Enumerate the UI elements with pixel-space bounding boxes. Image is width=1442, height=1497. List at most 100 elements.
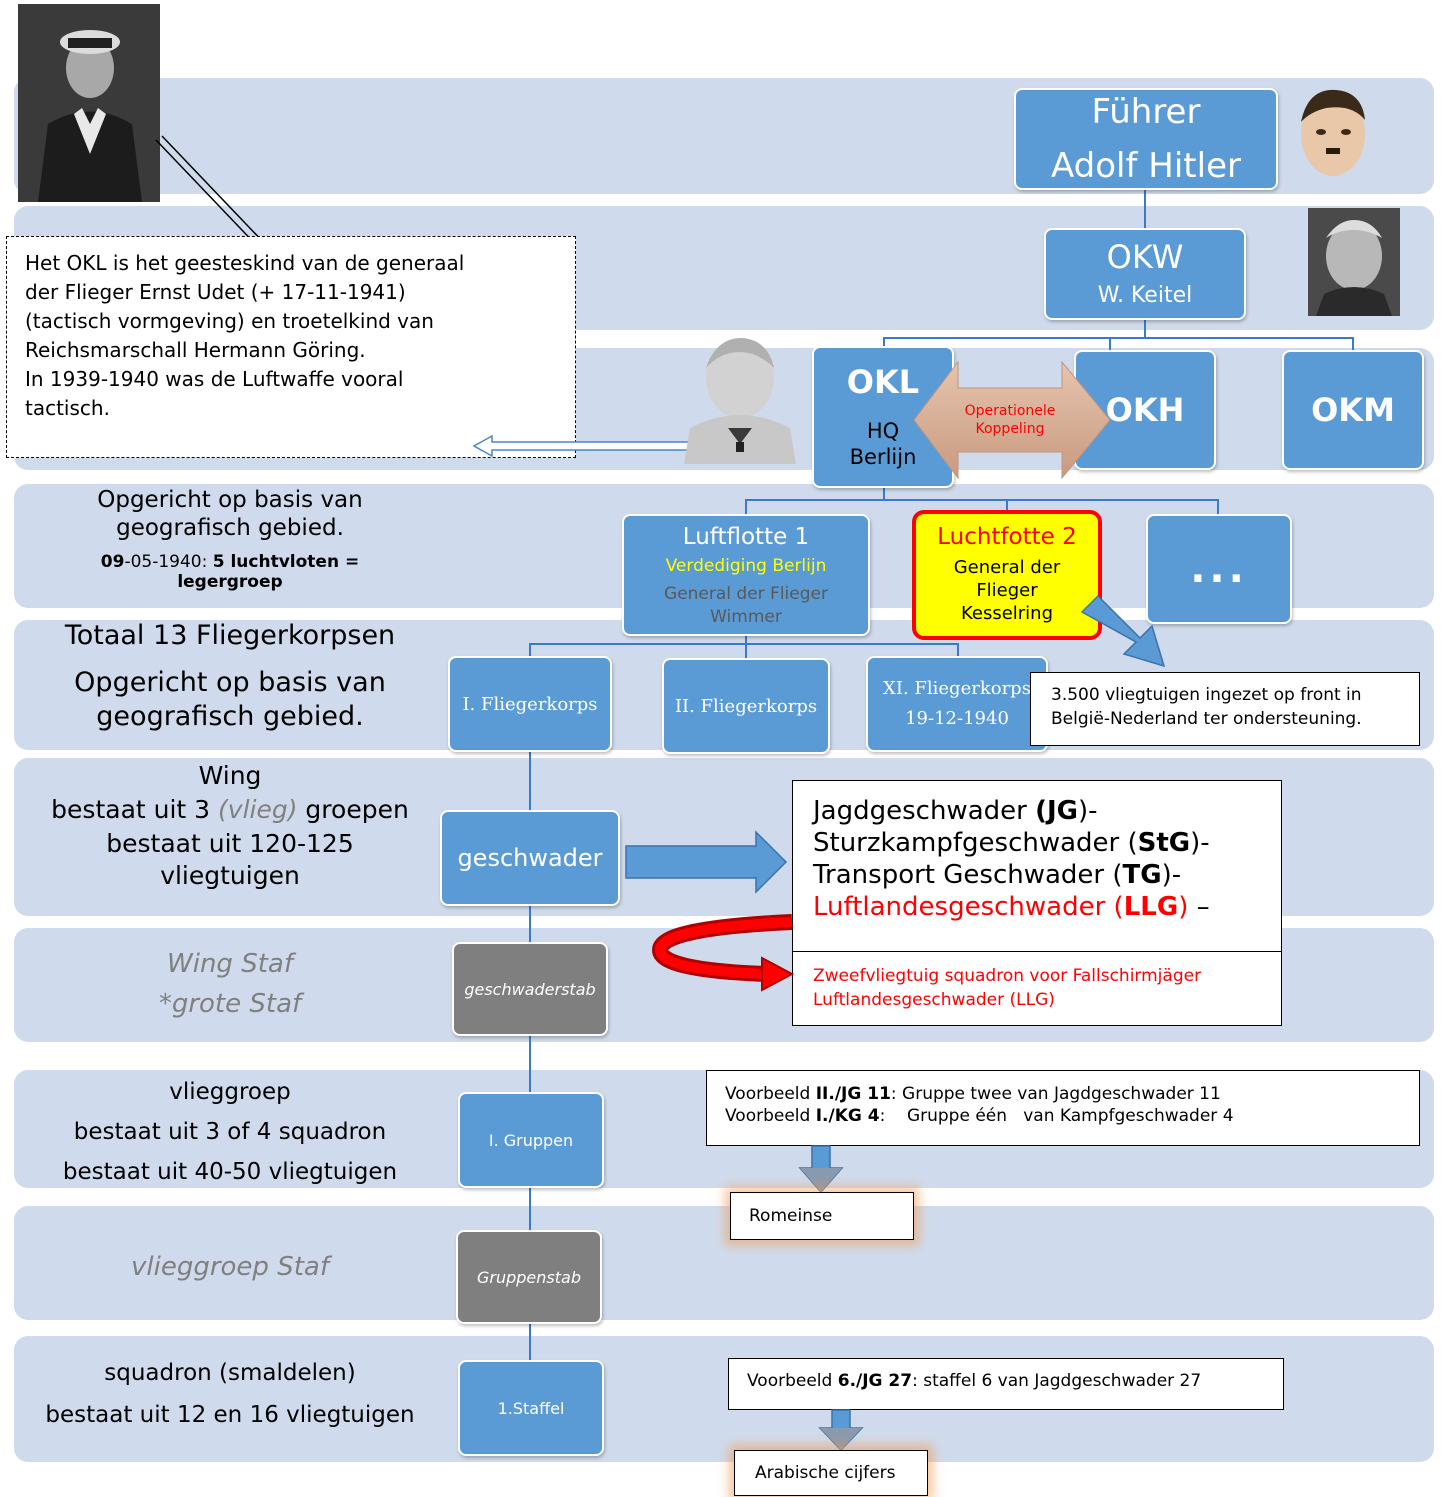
vlieggroep-title: vlieggroep: [169, 1079, 291, 1105]
glider-line-2: Luftlandesgeschwader (LLG): [813, 990, 1055, 1010]
wing-planes-2: vliegtuigen: [160, 861, 300, 890]
staffel-label: 1.Staffel: [497, 1398, 565, 1418]
type-jg-c: )-: [1078, 796, 1098, 826]
squadron-description: squadron (smaldelen) bestaat uit 12 en 1…: [30, 1352, 430, 1436]
luftflotte-1-general: General der Flieger: [664, 584, 828, 604]
type-jg-b: (JG: [1035, 796, 1078, 826]
glider-line-1: Zweefvliegtuig squadron voor Fallschirmj…: [813, 966, 1202, 986]
okh-title: OKH: [1105, 391, 1185, 429]
gruppen-label: I. Gruppen: [488, 1130, 574, 1150]
luftflotte-2-title: Luchtfotte 2: [937, 524, 1077, 550]
okw-name: W. Keitel: [1097, 283, 1193, 308]
fliegerkorps-11-box: XI. Fliegerkorps 19-12-1940: [866, 656, 1048, 752]
gruppenstab-box: Gruppenstab: [456, 1230, 602, 1324]
geschwader-box: geschwader: [440, 810, 620, 906]
okl-hq: HQ: [866, 419, 900, 443]
portrait-photo-goring: [680, 332, 800, 464]
type-jg-a: Jagdgeschwader: [813, 796, 1036, 826]
arabische-box: Arabische cijfers: [734, 1450, 928, 1496]
fliegerkorps-11-date: 19-12-1940: [905, 708, 1009, 729]
fliegerkorps-1-label: I. Fliegerkorps: [462, 693, 598, 715]
type-tg-a: Transport Geschwader (: [813, 860, 1123, 890]
example-ii-jg11-c: : Gruppe twee van Jagdgeschwader 11: [890, 1084, 1221, 1104]
korps-description: Opgericht op basis van geografisch gebie…: [40, 666, 420, 734]
note-line-4: Reichsmarschall Hermann Göring.: [25, 338, 366, 362]
arabische-label: Arabische cijfers: [755, 1463, 896, 1483]
type-stg-b: StG: [1137, 828, 1191, 858]
luftflotte-2-line-1: General der: [953, 557, 1061, 578]
okm-title: OKM: [1311, 391, 1395, 429]
more-fleets-label: ...: [1190, 546, 1248, 592]
luftflotte-group: legergroep: [177, 572, 283, 592]
okw-title: OKW: [1106, 238, 1184, 276]
gruppenstab-label: Gruppenstab: [477, 1267, 581, 1287]
wing-staf: Wing Staf: [167, 949, 293, 979]
fuhrer-box: Führer Adolf Hitler: [1014, 88, 1278, 190]
okm-box: OKM: [1282, 350, 1424, 470]
deployed-note: 3.500 vliegtuigen ingezet op front in Be…: [1030, 672, 1420, 746]
type-stg-c: )-: [1190, 828, 1210, 858]
staffel-example-box: Voorbeeld 6./JG 27: staffel 6 van Jagdge…: [728, 1358, 1284, 1410]
type-stg: Sturzkampfgeschwader (StG)-: [813, 827, 1281, 859]
luftflotte-desc-1: Opgericht op basis van: [97, 487, 363, 513]
wing-groups-b: groepen: [297, 795, 409, 824]
okw-box: OKW W. Keitel: [1044, 228, 1246, 320]
geschwaderstab-box: geschwaderstab: [452, 942, 608, 1036]
coupling-label-2: Koppeling: [975, 421, 1045, 437]
fliegerkorps-1-box: I. Fliegerkorps: [448, 656, 612, 752]
squadron-planes: bestaat uit 12 en 16 vliegtuigen: [45, 1402, 415, 1428]
squadron-title: squadron (smaldelen): [104, 1360, 356, 1386]
vlieggroep-squadrons: bestaat uit 3 of 4 squadron: [73, 1119, 387, 1145]
fliegerkorps-2-label: II. Fliegerkorps: [674, 695, 818, 717]
luftflotte-2-line-2: Flieger: [976, 580, 1038, 601]
type-llg-a: Luftlandesgeschwader (: [813, 892, 1124, 922]
geschwader-types-box: Jagdgeschwader (JG)- Sturzkampfgeschwade…: [792, 780, 1282, 1026]
type-stg-a: Sturzkampfgeschwader (: [813, 828, 1138, 858]
luftflotte-1-box: Luftflotte 1 Verdediging Berlijn General…: [622, 514, 870, 636]
fliegerkorps-11-label: XI. Fliegerkorps: [883, 678, 1031, 699]
wing-staf-description: Wing Staf *grote Staf: [40, 944, 420, 1024]
wing-groups-a: bestaat uit 3: [51, 795, 219, 824]
type-llg: Luftlandesgeschwader (LLG) –: [813, 891, 1281, 923]
vlieggroep-staf: vlieggroep Staf: [131, 1252, 329, 1282]
type-llg-b: LLG: [1123, 892, 1179, 922]
example-ii-jg11-b: II./JG 11: [815, 1084, 891, 1104]
example-i-kg4: Voorbeeld I./KG 4: Gruppe één van Kampfg…: [725, 1105, 1419, 1127]
korps-desc-1: Opgericht op basis van: [74, 667, 386, 698]
wing-title: Wing: [198, 761, 262, 790]
wing-description: Wing bestaat uit 3 (vlieg) groepen besta…: [30, 760, 430, 892]
luftflotte-1-title: Luftflotte 1: [682, 524, 810, 550]
example-6-jg27-c: : staffel 6 van Jagdgeschwader 27: [912, 1371, 1202, 1391]
portrait-photo-keitel: [1308, 208, 1400, 316]
deployed-line-1: 3.500 vliegtuigen ingezet op front in: [1051, 685, 1362, 705]
type-tg-b: TG: [1122, 860, 1162, 890]
note-line-1: Het OKL is het geesteskind van de genera…: [25, 251, 465, 275]
type-jg: Jagdgeschwader (JG)-: [813, 795, 1281, 827]
okl-city: Berlijn: [849, 445, 917, 469]
example-6-jg27-a: Voorbeeld: [747, 1371, 838, 1391]
luftflotte-description: Opgericht op basis van geografisch gebie…: [40, 486, 420, 592]
romeinse-label: Romeinse: [749, 1206, 833, 1226]
more-fleets-box: ...: [1146, 514, 1292, 624]
example-i-kg4-a: Voorbeeld: [725, 1106, 816, 1126]
example-ii-jg11-a: Voorbeeld: [725, 1084, 816, 1104]
portrait-photo-hitler: [1296, 82, 1370, 180]
portrait-photo-udet: [18, 4, 160, 202]
note-line-2: der Flieger Ernst Udet (+ 17-11-1941): [25, 280, 406, 304]
staffel-box: 1.Staffel: [458, 1360, 604, 1456]
note-line-5: In 1939-1940 was de Luftwaffe vooral: [25, 367, 404, 391]
luftflotte-count: 5 luchtvloten =: [212, 552, 360, 572]
luftflotte-2-line-3: Kesselring: [960, 603, 1054, 624]
geschwader-label: geschwader: [457, 844, 603, 872]
korps-desc-2: geografisch gebied.: [96, 701, 364, 732]
coupling-label-1: Operationele: [964, 403, 1056, 419]
geschwader-types-list: Jagdgeschwader (JG)- Sturzkampfgeschwade…: [793, 781, 1281, 951]
note-line-6: tactisch.: [25, 396, 110, 420]
wing-groups: bestaat uit 3 (vlieg) groepen: [30, 794, 430, 826]
note-line-3: (tactisch vormgeving) en troetelkind van: [25, 309, 434, 333]
romeinse-box: Romeinse: [730, 1192, 914, 1240]
